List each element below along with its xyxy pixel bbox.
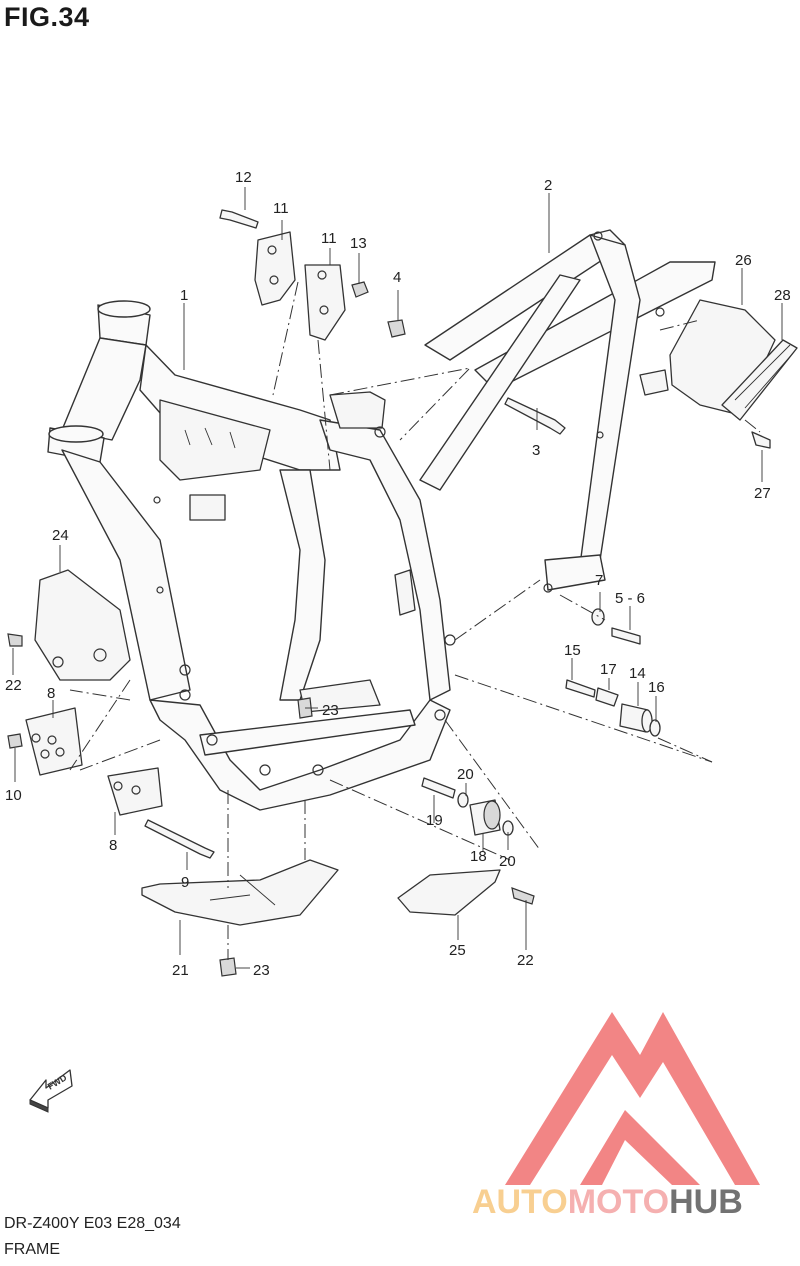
callout-18: 18 <box>470 848 487 865</box>
callout-14: 14 <box>629 665 646 682</box>
section-name: FRAME <box>4 1241 60 1258</box>
rear-subframe <box>419 229 716 593</box>
callout-22-right: 22 <box>517 952 534 969</box>
callout-26: 26 <box>735 252 752 269</box>
model-code: DR-Z400Y E03 E28_034 <box>4 1215 181 1232</box>
callout-27: 27 <box>754 485 771 502</box>
callout-25: 25 <box>449 942 466 959</box>
callout-12: 12 <box>235 169 252 186</box>
logo-text: AUTOMOTOHUB <box>472 1183 743 1221</box>
callout-11-left: 11 <box>273 200 289 217</box>
callout-8-upper: 8 <box>47 685 55 702</box>
callout-1: 1 <box>180 287 188 304</box>
callout-23-lower: 23 <box>253 962 270 979</box>
callout-2: 2 <box>544 177 552 194</box>
callout-13: 13 <box>350 235 367 252</box>
callout-20-upper: 20 <box>457 766 474 783</box>
leader-lines <box>12 187 783 969</box>
callout-15: 15 <box>564 642 581 659</box>
fwd-arrow-icon: FWD <box>29 1069 73 1113</box>
callout-7: 7 <box>595 572 603 589</box>
callout-3: 3 <box>532 442 540 459</box>
callout-11-right: 11 <box>321 230 337 247</box>
callout-labels: 1 2 3 4 5 - 6 7 8 8 9 10 11 11 12 13 14 … <box>5 169 791 979</box>
callout-22-left: 22 <box>5 677 22 694</box>
callout-8-lower: 8 <box>109 837 117 854</box>
main-frame <box>47 300 456 811</box>
figure-title: FIG.34 <box>4 2 90 32</box>
callout-19: 19 <box>426 812 443 829</box>
automotohub-logo: AUTOMOTOHUB <box>472 1012 760 1221</box>
callout-10: 10 <box>5 787 22 804</box>
callout-24: 24 <box>52 527 69 544</box>
callout-5-6: 5 - 6 <box>615 590 645 607</box>
small-parts <box>7 209 798 977</box>
callout-21: 21 <box>172 962 189 979</box>
callout-16: 16 <box>648 679 665 696</box>
callout-28: 28 <box>774 287 791 304</box>
callout-9: 9 <box>181 874 189 891</box>
callout-4: 4 <box>393 269 401 286</box>
callout-17: 17 <box>600 661 617 678</box>
callout-23-upper: 23 <box>322 702 339 719</box>
callout-20-lower: 20 <box>499 853 516 870</box>
